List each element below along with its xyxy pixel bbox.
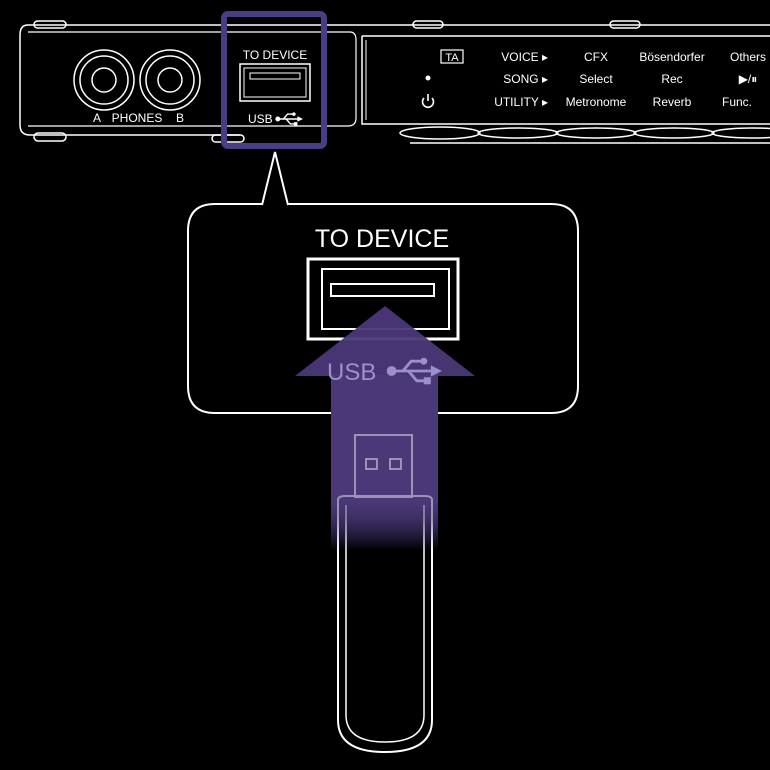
headphone-jack-icon — [73, 49, 135, 111]
cfx-button[interactable]: CFX — [584, 50, 608, 64]
play-pause-button[interactable]: ▶/⏸ — [739, 72, 758, 86]
usb-port-highlight — [221, 11, 327, 149]
usb-port-label: USB — [248, 112, 273, 126]
metronome-button[interactable]: Metronome — [566, 95, 627, 109]
phones-jacks — [73, 49, 201, 111]
control-labels: VOICE ▸ CFX Bösendorfer Others SONG ▸ Se… — [494, 50, 766, 109]
ta-label: TA — [445, 52, 459, 64]
bosendorfer-button[interactable]: Bösendorfer — [639, 50, 704, 64]
utility-button[interactable]: UTILITY ▸ — [494, 95, 548, 109]
voice-button[interactable]: VOICE ▸ — [501, 50, 548, 64]
callout-title: TO DEVICE — [315, 225, 449, 253]
rec-button[interactable]: Rec — [661, 72, 682, 86]
reverb-button[interactable]: Reverb — [653, 95, 692, 109]
phones-b-label: B — [176, 111, 184, 125]
power-icon[interactable] — [421, 94, 435, 109]
usb-symbol-icon — [275, 112, 303, 125]
arrow-overlay — [331, 430, 438, 550]
usb-port-icon[interactable] — [239, 63, 311, 102]
song-button[interactable]: SONG ▸ — [503, 72, 548, 86]
instrument-panel — [19, 20, 770, 144]
phones-label: PHONES — [112, 111, 163, 125]
headphone-jack-icon — [139, 49, 201, 111]
func-button[interactable]: Func. — [722, 95, 752, 109]
ta-box — [440, 49, 464, 64]
callout-usb-label: USB — [327, 359, 376, 386]
phones-a-label: A — [93, 111, 101, 125]
select-button[interactable]: Select — [579, 72, 613, 86]
usb-port-title: TO DEVICE — [243, 48, 307, 62]
indicator-dot — [425, 75, 431, 81]
others-button[interactable]: Others — [730, 50, 766, 64]
callout-pointer — [261, 151, 289, 206]
